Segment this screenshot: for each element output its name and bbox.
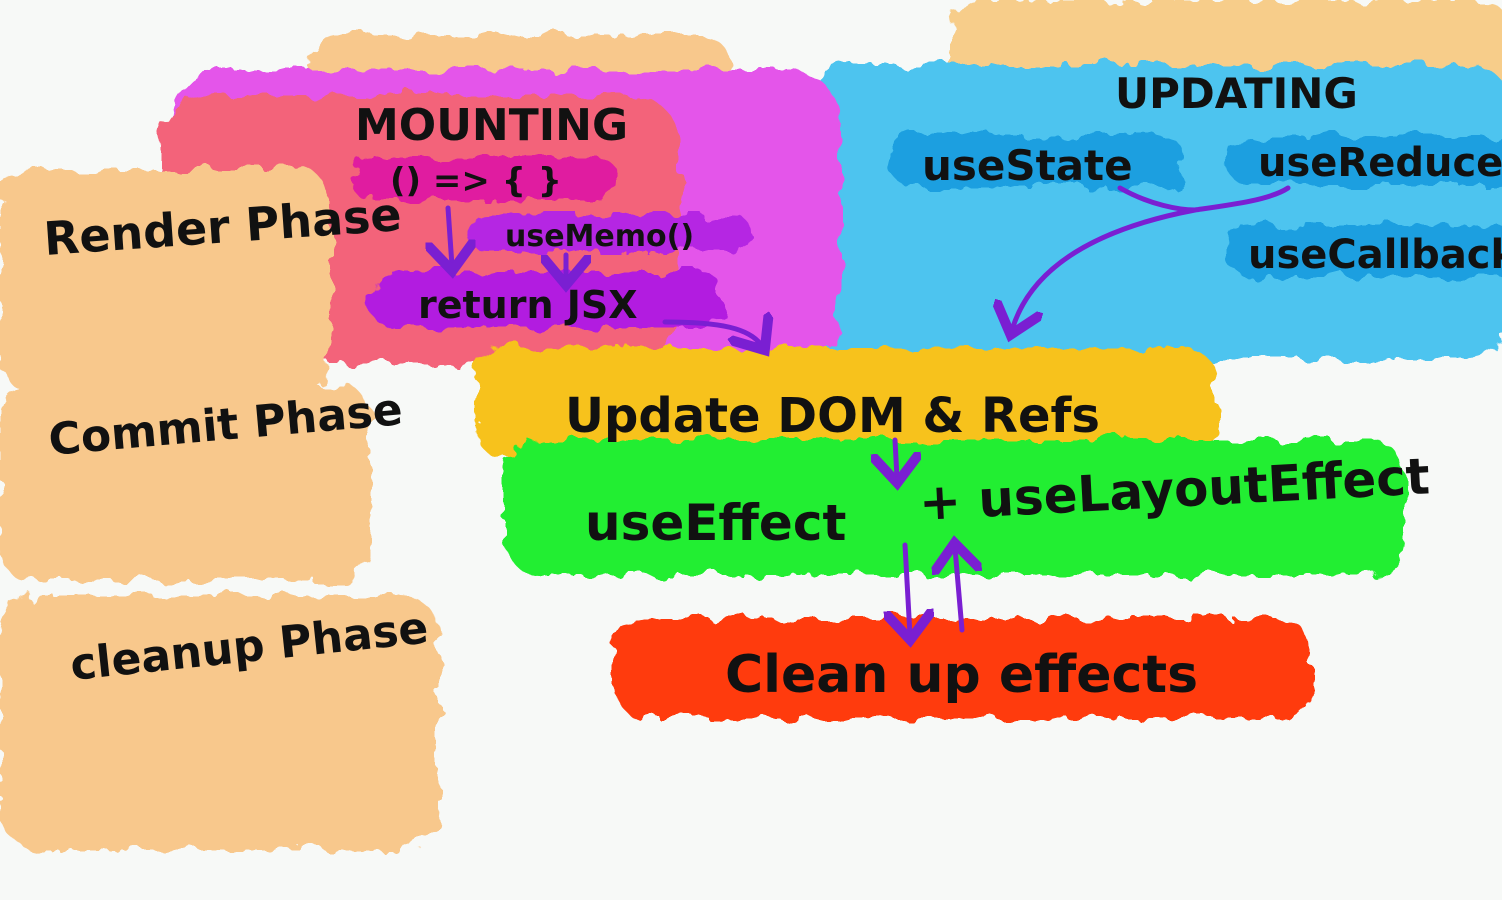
cleanup-effects-label: Clean up effects xyxy=(725,645,1198,705)
update-dom-label: Update DOM & Refs xyxy=(565,388,1100,444)
usereducer-label: useReducer xyxy=(1258,140,1502,186)
commit-phase-blob xyxy=(0,385,370,580)
usecallback-pill xyxy=(1228,225,1502,277)
cleanup-phase-blob xyxy=(0,595,440,850)
arrow-effects-to-cleanup xyxy=(905,542,910,635)
usestate-label: useState xyxy=(922,141,1133,190)
arrow-fn-to-jsx xyxy=(448,205,452,266)
return-jsx-pill xyxy=(372,272,722,328)
usereducer-pill xyxy=(1228,135,1502,185)
usestate-pill xyxy=(892,135,1182,187)
cleanup-red-blob xyxy=(615,618,1310,718)
return-jsx-label: return JSX xyxy=(418,283,638,327)
mounting-title: MOUNTING xyxy=(355,100,628,151)
arrow-cleanup-to-effects xyxy=(955,548,962,633)
usecallback-label: useCallback xyxy=(1248,232,1502,278)
arrow-fn-pill xyxy=(352,158,617,200)
arrow-function-label: () => { } xyxy=(390,161,562,201)
usememo-label: useMemo() xyxy=(505,219,694,254)
useeffect-label: useEffect xyxy=(585,494,846,552)
arrow-dom-to-effects xyxy=(895,437,897,478)
render-phase-blob xyxy=(0,170,330,390)
arrow-updating-to-dom xyxy=(1012,207,1198,330)
effects-green-blob xyxy=(505,440,1405,575)
updating-title: UPDATING xyxy=(1115,69,1358,118)
usememo-pill xyxy=(470,215,750,251)
arrow-jsx-to-dom xyxy=(662,322,762,346)
update-dom-blob xyxy=(475,348,1215,458)
